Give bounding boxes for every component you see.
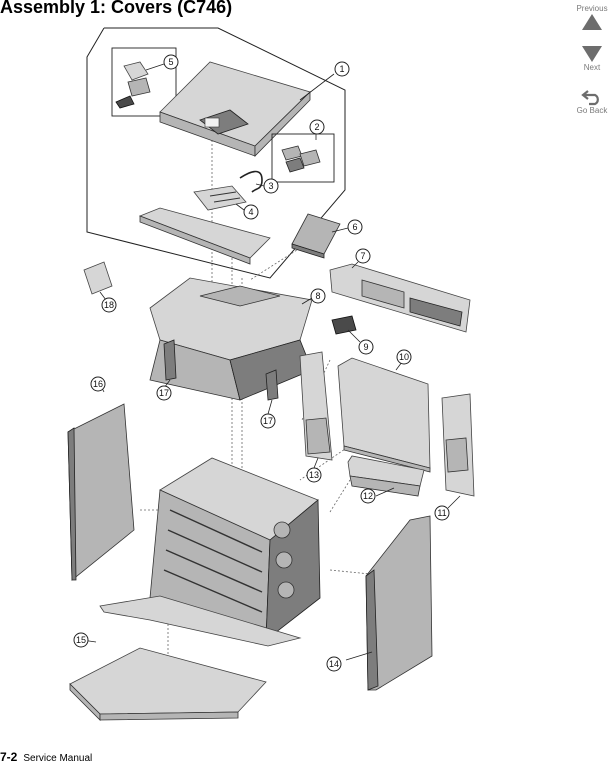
part-4 (193, 185, 247, 211)
callout-8-label: 8 (315, 291, 320, 301)
callout-12: 12 (360, 488, 376, 504)
page-footer: 7-2 Service Manual (0, 748, 92, 766)
part-12 (347, 455, 425, 497)
callout-16: 16 (90, 376, 106, 392)
callout-8: 8 (310, 288, 326, 304)
callout-6: 6 (347, 219, 363, 235)
callout-2: 2 (309, 119, 325, 135)
callout-14-label: 14 (329, 659, 339, 669)
callout-18: 18 (101, 297, 117, 313)
callout-11-label: 11 (437, 508, 446, 518)
next-button[interactable]: Next (574, 45, 608, 72)
callout-18-label: 18 (104, 300, 114, 310)
part-15 (69, 647, 267, 721)
part-14 (365, 515, 433, 691)
callout-10: 10 (396, 349, 412, 365)
callout-16-label: 16 (93, 379, 103, 389)
callout-3: 3 (263, 178, 279, 194)
part-3 (239, 170, 263, 193)
callout-17-right-label: 17 (263, 416, 273, 426)
callout-17-right: 17 (260, 413, 276, 429)
operator-panel-frame (138, 207, 271, 265)
go-back-arrow-icon (581, 90, 599, 106)
callout-9-label: 9 (363, 342, 368, 352)
part-10 (337, 357, 431, 473)
part-9 (331, 315, 357, 335)
callout-11: 11 (434, 505, 450, 521)
callout-12-label: 12 (363, 491, 373, 501)
part-18 (83, 261, 113, 295)
triangle-up-icon (582, 14, 602, 30)
part-16 (67, 403, 135, 581)
callout-7-label: 7 (360, 251, 365, 261)
callout-13: 13 (306, 467, 322, 483)
part-7 (329, 263, 471, 333)
part-5-box (111, 47, 177, 117)
go-back-label: Go Back (576, 106, 608, 115)
part-6 (291, 213, 341, 259)
callout-2-label: 2 (314, 122, 319, 132)
callout-7: 7 (355, 248, 371, 264)
callout-17-left: 17 (156, 385, 172, 401)
part-8 (149, 277, 313, 401)
callout-17-left-label: 17 (159, 388, 169, 398)
callout-3-label: 3 (268, 181, 273, 191)
part-2-box (271, 133, 335, 183)
callout-4: 4 (243, 204, 259, 220)
callout-4-label: 4 (248, 207, 253, 217)
part-13 (299, 351, 333, 461)
printer-chassis (99, 457, 321, 647)
callout-14: 14 (326, 656, 342, 672)
callout-10-label: 10 (399, 352, 409, 362)
footer-page-number: 7-2 (0, 750, 18, 764)
part-2 (281, 145, 321, 173)
footer-manual-name: Service Manual (23, 753, 93, 764)
page-title: Assembly 1: Covers (C746) (0, 0, 233, 17)
callout-15: 15 (73, 632, 89, 648)
previous-button[interactable]: Previous (574, 4, 608, 31)
part-1 (159, 61, 311, 157)
part-11 (441, 393, 475, 497)
callout-6-label: 6 (352, 222, 357, 232)
callout-13-label: 13 (309, 470, 319, 480)
previous-label: Previous (576, 4, 608, 13)
callout-9: 9 (358, 339, 374, 355)
part-17-right (265, 369, 279, 401)
part-17-left (163, 339, 177, 381)
callout-1-label: 1 (339, 64, 344, 74)
callout-15-label: 15 (76, 635, 86, 645)
go-back-button[interactable]: Go Back (574, 88, 608, 115)
callout-1: 1 (334, 61, 350, 77)
callout-5: 5 (163, 54, 179, 70)
part-5 (115, 61, 151, 109)
callout-5-label: 5 (168, 57, 173, 67)
next-label: Next (583, 63, 601, 72)
triangle-down-icon (582, 46, 602, 62)
